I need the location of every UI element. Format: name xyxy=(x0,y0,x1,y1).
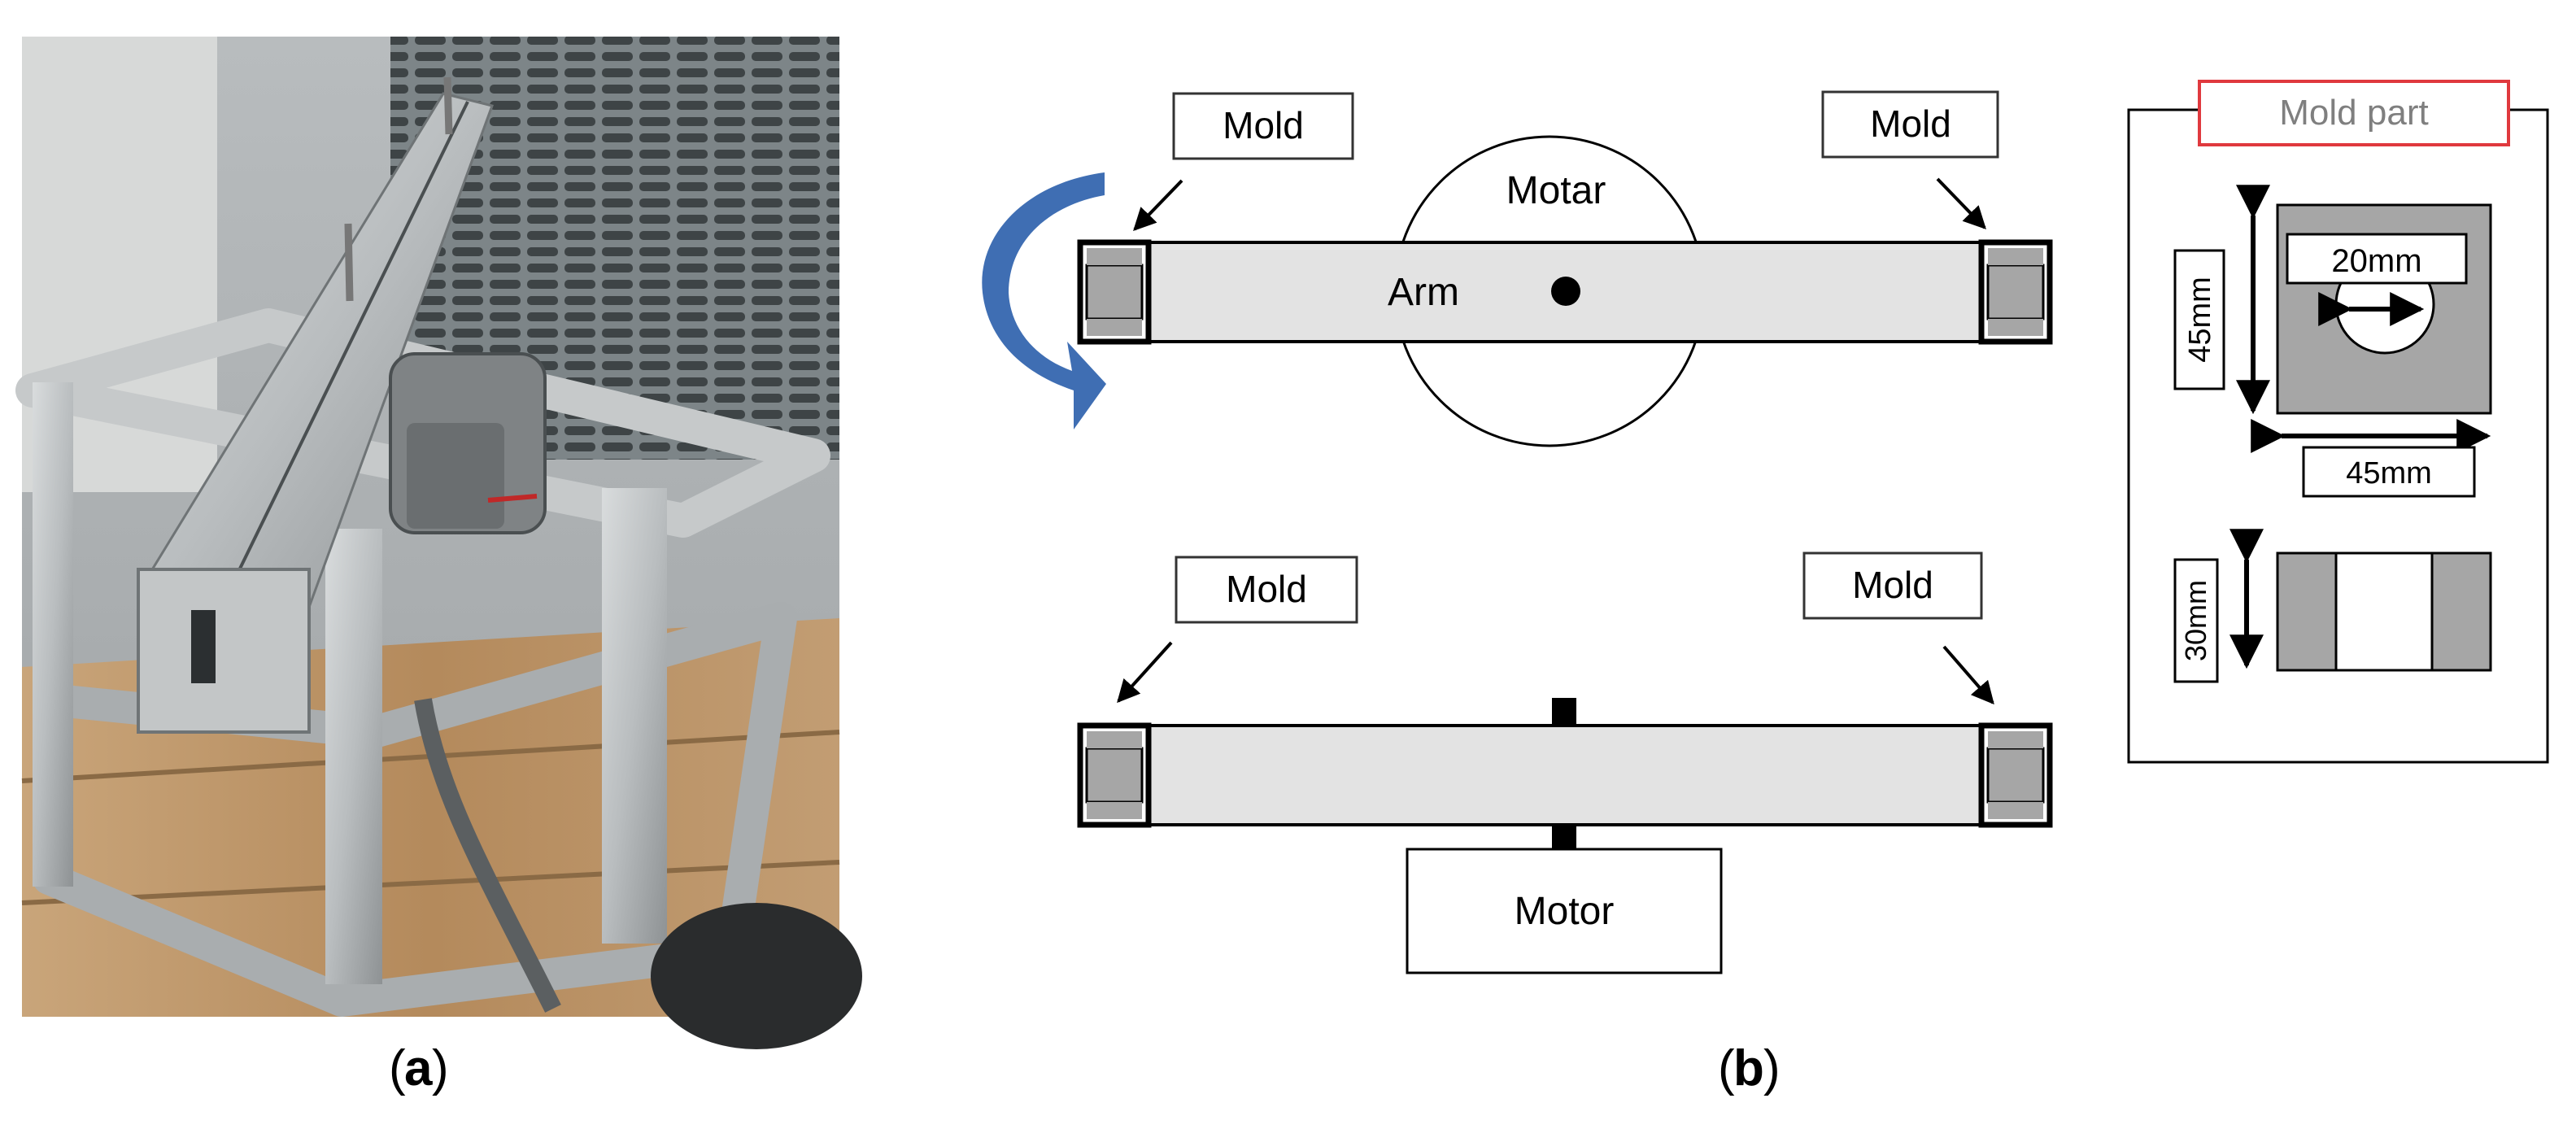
mold-part-title-box xyxy=(2198,80,2510,146)
top-arm-label: Arm xyxy=(1388,271,1459,314)
top-mold-left-pointer xyxy=(1133,179,1183,232)
top-motor-label: Motar xyxy=(1506,169,1606,212)
mold-part-side-hole xyxy=(2334,551,2434,672)
photo-cable xyxy=(414,698,561,1013)
photo-end-slot xyxy=(191,610,216,683)
photo-post xyxy=(602,488,667,944)
caption-a: ( a ) xyxy=(389,1040,449,1096)
mold-part-height-label-box xyxy=(2173,249,2225,390)
photo-wood-gap xyxy=(21,860,840,905)
caption-a-open: ( xyxy=(389,1040,406,1096)
top-mold-left-edge xyxy=(1087,319,1142,336)
caption-a-close: ) xyxy=(432,1040,449,1096)
side-mold-right-pointer xyxy=(1942,645,1994,705)
photo-bolt xyxy=(443,76,453,135)
mold-part-detail: Mold part 20mm 45mm 45mm 30mm xyxy=(2127,80,2549,764)
mold-part-title: Mold part xyxy=(2279,93,2428,133)
top-mold-left-label-box xyxy=(1172,92,1354,160)
mold-part-hole-label: 20mm xyxy=(2331,243,2421,279)
top-mold-left-label: Mold xyxy=(1223,104,1304,146)
top-mold-right-edge xyxy=(1988,248,2043,265)
side-motor-label: Motor xyxy=(1515,890,1615,933)
side-motor-box xyxy=(1406,848,1723,974)
side-mold-left-label: Mold xyxy=(1226,568,1307,610)
photo-post xyxy=(33,382,73,887)
caption-b-close: ) xyxy=(1763,1040,1781,1096)
top-mold-right-inner xyxy=(1986,264,2045,320)
photo-wire-red xyxy=(487,494,538,503)
photo-arm-seam xyxy=(222,101,469,603)
side-mold-right-label-box xyxy=(1802,551,1983,620)
mold-part-hole-label-box xyxy=(2286,233,2468,285)
mold-part-width-label: 45mm xyxy=(2346,456,2432,490)
top-mold-left-edge xyxy=(1087,248,1142,265)
photo-panel-a xyxy=(15,37,862,1049)
side-view-diagram: Motor Mold Mold xyxy=(1077,551,2053,974)
top-arm-pivot xyxy=(1551,277,1580,306)
caption-b-open: ( xyxy=(1718,1040,1735,1096)
rotation-arrow xyxy=(982,172,1106,429)
mold-part-thickness-label-box xyxy=(2173,558,2219,683)
side-mold-right-edge xyxy=(1988,731,2043,748)
mold-part-thickness-label: 30mm xyxy=(2179,580,2212,661)
top-mold-right-edge xyxy=(1988,319,2043,336)
side-mold-left-edge xyxy=(1087,802,1142,819)
photo-end-bracket xyxy=(137,568,311,734)
mold-part-width-label-box xyxy=(2302,446,2476,498)
top-view-diagram: Motar Arm Mold Mold xyxy=(982,90,2053,447)
photo-bolt xyxy=(344,223,354,302)
side-mold-left-label-box xyxy=(1175,556,1358,624)
caption-b: ( b ) xyxy=(1718,1040,1781,1096)
mold-part-height-label: 45mm xyxy=(2183,277,2217,363)
side-mold-right-inner xyxy=(1986,747,2045,804)
top-mold-right-pointer xyxy=(1936,177,1986,230)
side-mold-left-pointer xyxy=(1117,641,1173,704)
top-mold-right-label: Mold xyxy=(1870,102,1951,145)
side-mold-left-edge xyxy=(1087,731,1142,748)
side-arm xyxy=(1079,724,2051,826)
top-mold-right-label-box xyxy=(1821,90,1999,159)
photo-post xyxy=(325,529,382,984)
top-mold-left-inner xyxy=(1085,264,1144,320)
side-mold-right-edge xyxy=(1988,802,2043,819)
side-mold-right-label: Mold xyxy=(1852,564,1933,606)
caption-b-letter: b xyxy=(1733,1040,1764,1096)
photo-dark-object xyxy=(651,903,862,1049)
photo-motor-box xyxy=(407,423,504,529)
side-shaft-bottom xyxy=(1552,823,1576,851)
caption-a-letter: a xyxy=(404,1040,433,1096)
side-shaft-top xyxy=(1552,698,1576,727)
side-mold-left-inner xyxy=(1085,747,1144,804)
